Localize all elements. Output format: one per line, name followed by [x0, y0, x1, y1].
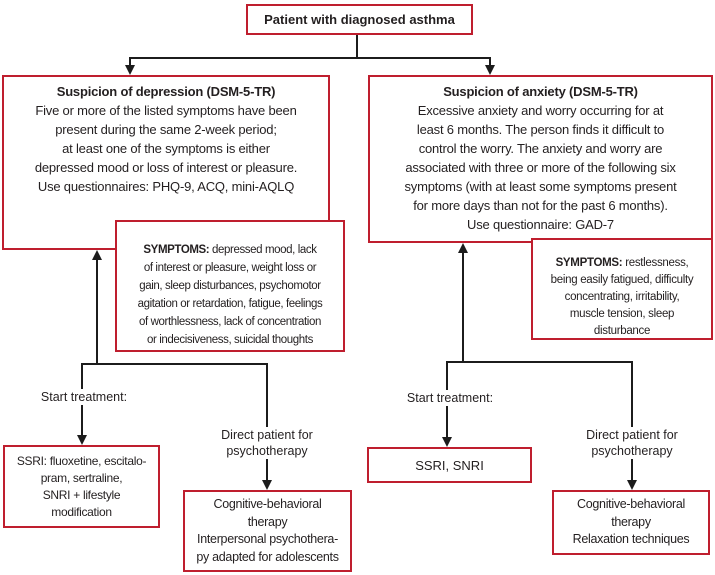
connector-depression-junction	[81, 363, 268, 365]
connector-anxiety-junction	[446, 361, 633, 363]
anxiety-criteria-box: Suspicion of anxiety (DSM-5-TR) Excessiv…	[368, 75, 713, 243]
anxiety-psychotherapy-label: Direct patient for psychotherapy	[575, 427, 689, 459]
depression-symptoms-text: SYMPTOMS: depressed mood, lack of intere…	[138, 223, 323, 349]
anxiety-cbt-text: Cognitive-behavioral therapy Relaxation …	[572, 497, 690, 547]
depression-ssri-text: SSRI: fluoxetine, escitalo- pram, sertra…	[16, 453, 147, 519]
arrow-into-depression-cbt-box	[262, 480, 272, 490]
anxiety-symptoms-body: restlessness, being easily fatigued, dif…	[550, 257, 694, 337]
anxiety-ssri-box: SSRI, SNRI	[367, 447, 532, 483]
connector-anxiety-psychotherapy-drop	[631, 361, 633, 482]
patient-box: Patient with diagnosed asthma	[246, 4, 473, 35]
depression-psychotherapy-label: Direct patient for psychotherapy	[210, 427, 324, 459]
anxiety-symptoms-text: SYMPTOMS: restlessness, being easily fat…	[551, 238, 694, 340]
anxiety-start-treatment-label: Start treatment:	[398, 390, 502, 406]
connector-anxiety-feedback	[462, 251, 464, 362]
patient-box-label: Patient with diagnosed asthma	[264, 12, 455, 27]
depression-criteria-body: Five or more of the listed symptoms have…	[34, 103, 298, 194]
anxiety-criteria-title: Suspicion of anxiety (DSM-5-TR)	[443, 84, 638, 99]
connector-depression-psychotherapy-drop	[266, 363, 268, 482]
depression-symptoms-label: SYMPTOMS:	[143, 244, 213, 256]
connector-root-stem	[356, 35, 358, 57]
depression-cbt-text: Cognitive-behavioral therapy Interperson…	[196, 497, 339, 564]
depression-criteria-title: Suspicion of depression (DSM-5-TR)	[56, 84, 276, 99]
arrow-into-depression-box	[125, 65, 135, 75]
depression-cbt-box: Cognitive-behavioral therapy Interperson…	[183, 490, 352, 572]
arrow-into-anxiety-cbt-box	[627, 480, 637, 490]
anxiety-symptoms-label: SYMPTOMS:	[555, 257, 626, 269]
arrow-up-into-depression-box	[92, 250, 102, 260]
connector-depression-feedback	[96, 258, 98, 364]
depression-symptoms-box: SYMPTOMS: depressed mood, lack of intere…	[115, 220, 345, 352]
connector-root-split	[129, 57, 491, 59]
anxiety-criteria-text: Suspicion of anxiety (DSM-5-TR) Excessiv…	[404, 82, 676, 234]
anxiety-criteria-body: Excessive anxiety and worry occurring fo…	[404, 103, 677, 232]
arrow-up-into-anxiety-box	[458, 243, 468, 253]
arrow-into-depression-ssri-box	[77, 435, 87, 445]
depression-criteria-text: Suspicion of depression (DSM-5-TR) Five …	[34, 82, 298, 196]
anxiety-symptoms-box: SYMPTOMS: restlessness, being easily fat…	[531, 238, 713, 340]
depression-ssri-box: SSRI: fluoxetine, escitalo- pram, sertra…	[3, 445, 160, 528]
depression-symptoms-body: depressed mood, lack of interest or plea…	[137, 244, 323, 346]
connector-depression-drop	[129, 57, 131, 67]
anxiety-cbt-box: Cognitive-behavioral therapy Relaxation …	[552, 490, 710, 555]
anxiety-ssri-text: SSRI, SNRI	[415, 457, 484, 473]
arrow-into-anxiety-ssri-box	[442, 437, 452, 447]
connector-anxiety-drop	[489, 57, 491, 67]
depression-start-treatment-label: Start treatment:	[32, 389, 136, 405]
arrow-into-anxiety-box	[485, 65, 495, 75]
